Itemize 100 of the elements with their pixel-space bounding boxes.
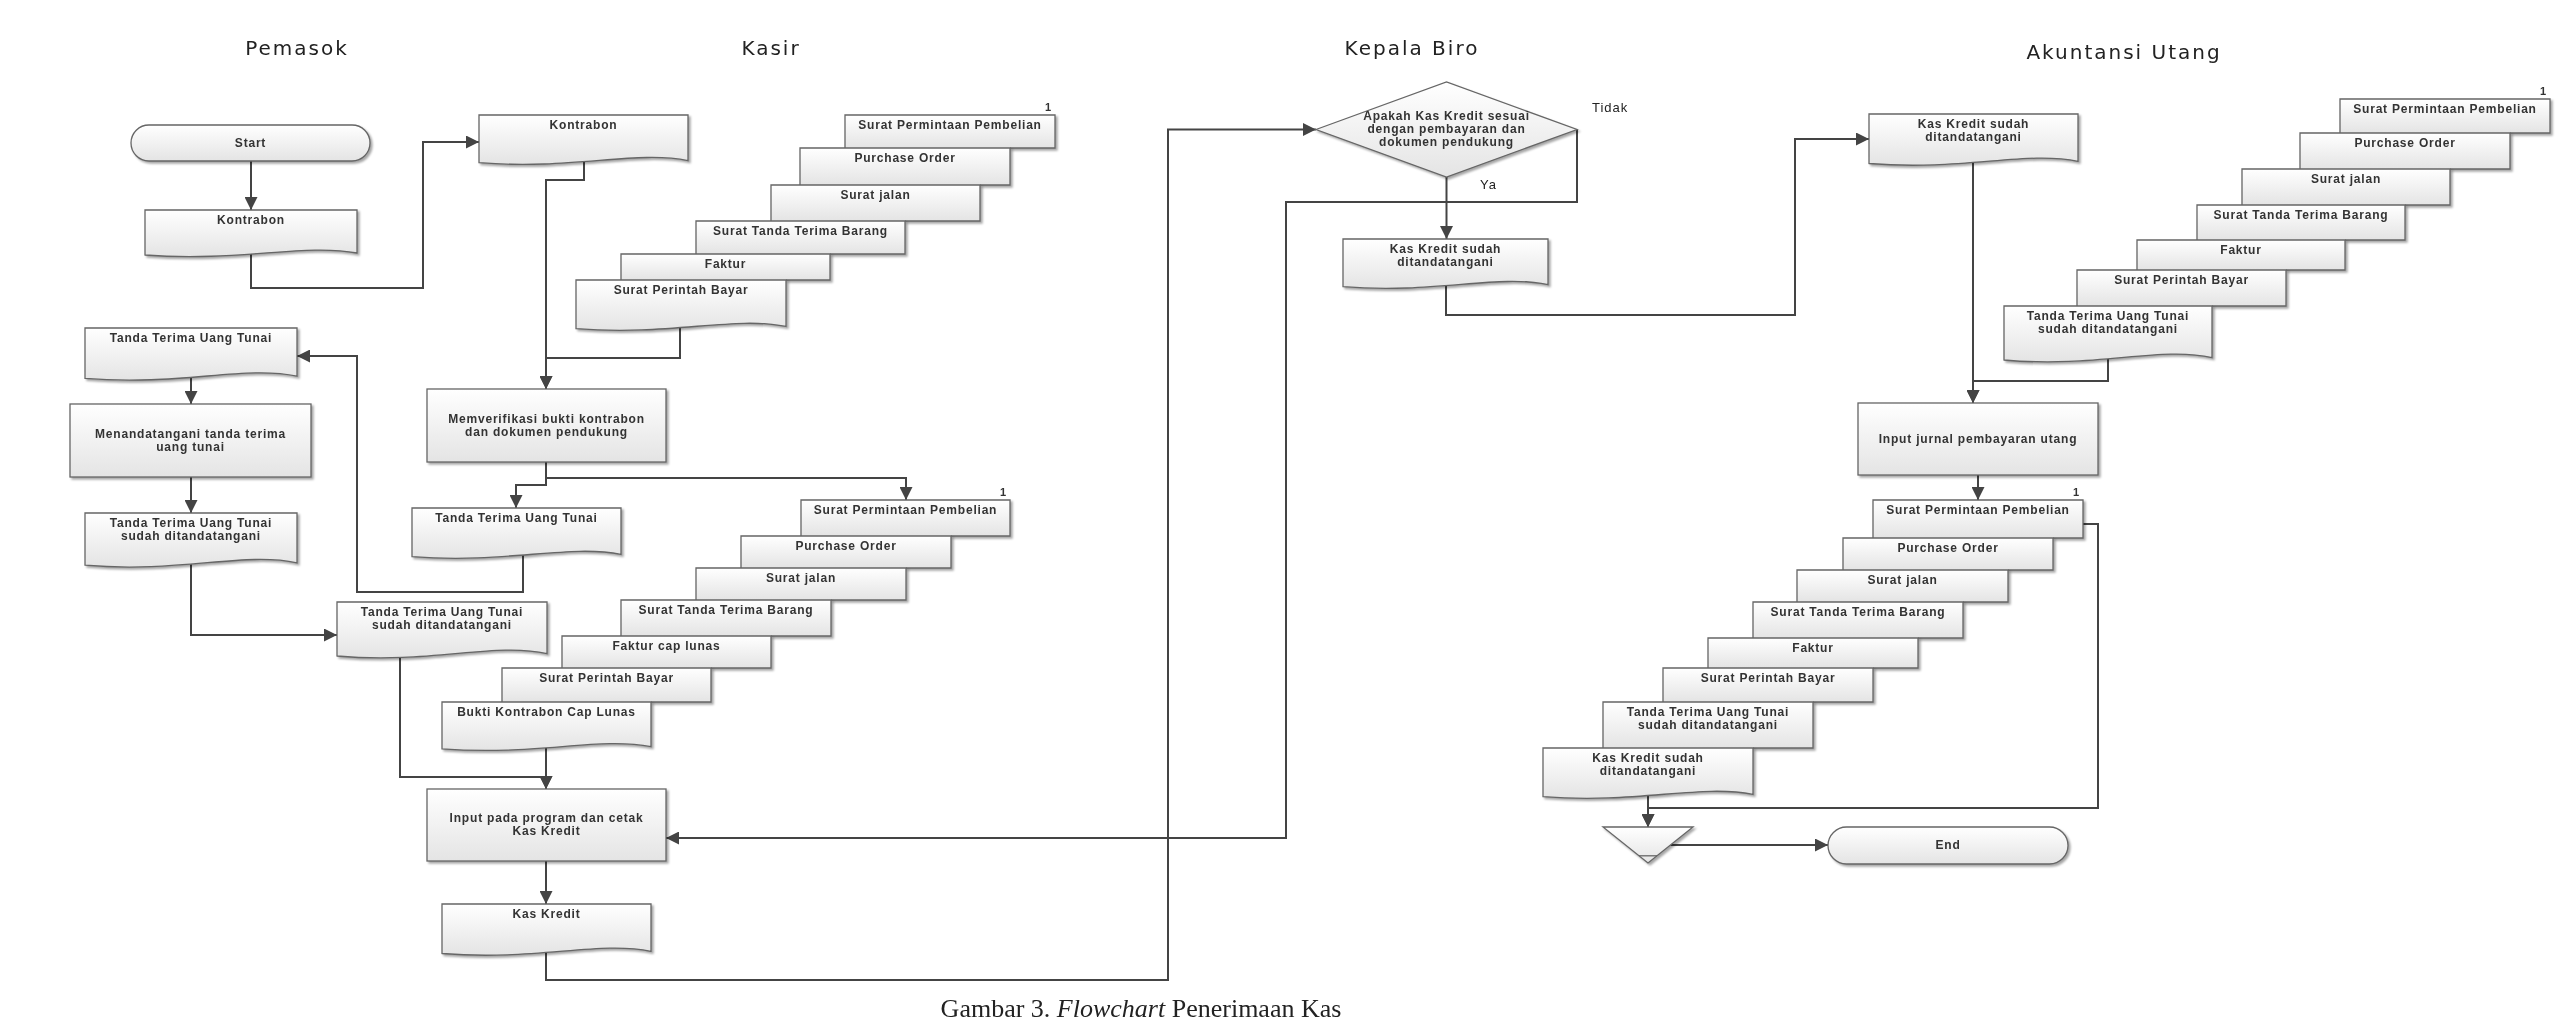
- decision-diamond: [1316, 82, 1577, 177]
- document-shape: [1708, 638, 1918, 668]
- document-label: Kontrabon: [216, 212, 286, 227]
- terminator-shape: [131, 125, 370, 161]
- document-label: Surat Tanda Terima Barang: [637, 602, 815, 617]
- arrow: [1971, 474, 1985, 501]
- document-shape: [696, 568, 906, 600]
- document-shape: [479, 115, 688, 168]
- process-box: [427, 389, 666, 462]
- document-shape: [442, 904, 651, 959]
- document-shape: [696, 221, 905, 254]
- document-label: Tanda Terima Uang Tunai sudah ditandatangani: [359, 604, 525, 632]
- document-label: Surat Perintah Bayar: [612, 282, 750, 297]
- document-label: Surat Tanda Terima Barang: [712, 223, 889, 238]
- document-shape: [621, 254, 830, 280]
- process-box: [1858, 403, 2098, 475]
- arrow: [1445, 132, 1870, 316]
- document-label: Tanda Terima Uang Tunai sudah ditandatangani: [1625, 704, 1791, 732]
- document-label: Faktur cap lunas: [611, 638, 722, 653]
- document-label: Kontrabon: [548, 117, 619, 132]
- document-label: Surat jalan: [839, 187, 912, 202]
- document-shape: [800, 148, 1010, 185]
- document-shape: [145, 210, 357, 260]
- document-label: Faktur: [2219, 242, 2263, 257]
- document-label: Tanda Terima Uang Tunai sudah ditandatangani: [108, 515, 274, 543]
- document-shape: [85, 328, 297, 384]
- arrow: [545, 123, 1317, 981]
- document-shape: [1603, 702, 1813, 748]
- document-label: Tanda Terima Uang Tunai sudah ditandatangani: [2025, 308, 2191, 336]
- document-shape: [1343, 239, 1548, 292]
- page-number: 1: [2072, 486, 2079, 498]
- lane-header: Kepala Biro: [1344, 36, 1480, 60]
- document-label: Purchase Order: [794, 538, 898, 553]
- document-shape: [576, 280, 786, 334]
- edge-label: Ya: [1478, 177, 1499, 192]
- document-label: Surat jalan: [2309, 171, 2383, 186]
- document-shape: [2197, 205, 2405, 240]
- document-label: Kas Kredit: [511, 906, 582, 921]
- document-label: Surat jalan: [764, 570, 838, 585]
- document-label: Kas Kredit sudah ditandatangani: [1591, 750, 1705, 778]
- document-label: Surat Perintah Bayar: [2113, 272, 2250, 287]
- document-label: Tanda Terima Uang Tunai: [108, 330, 274, 345]
- document-shape: [1869, 114, 2078, 169]
- arrow: [190, 562, 338, 642]
- document-shape: [442, 702, 651, 754]
- document-label: Purchase Order: [853, 150, 957, 165]
- document-shape: [562, 636, 771, 668]
- page-number: 1: [1044, 101, 1051, 113]
- document-label: Tanda Terima Uang Tunai: [434, 510, 599, 525]
- document-label: Surat Permintaan Pembelian: [857, 117, 1043, 132]
- document-shape: [85, 513, 297, 571]
- terminator-shape: [1828, 827, 2068, 864]
- document-label: Surat jalan: [1866, 572, 1939, 587]
- terminator-label: Start: [233, 136, 268, 150]
- process-box: [70, 404, 311, 477]
- document-label: Kas Kredit sudah ditandatangani: [1388, 241, 1503, 269]
- document-shape: [2300, 133, 2510, 169]
- page-number: 1: [999, 486, 1006, 498]
- arrow: [250, 135, 480, 289]
- process-label: Input pada program dan cetak Kas Kredit: [448, 812, 645, 838]
- document-label: Surat Perintah Bayar: [1699, 670, 1837, 685]
- page-number: 1: [2539, 85, 2546, 97]
- document-shape: [2004, 306, 2212, 366]
- figure-caption: Gambar 3. Flowchart Penerimaan Kas: [940, 994, 1342, 1024]
- document-label: Purchase Order: [1896, 540, 2000, 555]
- document-shape: [1543, 748, 1753, 802]
- document-shape: [1797, 570, 2008, 602]
- document-label: Surat Permintaan Pembelian: [2352, 101, 2538, 116]
- terminator-label: End: [1934, 839, 1962, 852]
- storage-triangle: [1603, 827, 1693, 863]
- lane-header: Kasir: [741, 36, 801, 60]
- document-label: Faktur: [1791, 640, 1835, 655]
- document-shape: [1663, 668, 1873, 702]
- document-shape: [2077, 270, 2286, 306]
- document-label: Surat Tanda Terima Barang: [1769, 604, 1947, 619]
- arrow: [539, 860, 553, 905]
- decision-label: Apakah Kas Kredit sesuai dengan pembayaran dan dokumen pendukung: [1362, 110, 1531, 149]
- document-label: Surat Perintah Bayar: [538, 670, 675, 685]
- document-shape: [771, 185, 980, 221]
- document-shape: [2137, 240, 2345, 270]
- document-shape: [1753, 602, 1963, 638]
- process-box: [427, 789, 666, 861]
- document-label: Purchase Order: [2353, 135, 2457, 150]
- document-shape: [2242, 169, 2450, 205]
- document-shape: [502, 668, 711, 702]
- document-label: Surat Permintaan Pembelian: [1885, 502, 2071, 517]
- edge-label: Tidak: [1590, 100, 1631, 115]
- document-shape: [412, 508, 621, 562]
- process-label: Menandatangani tanda terima uang tunai: [94, 427, 287, 454]
- document-label: Kas Kredit sudah ditandatangani: [1916, 116, 2031, 144]
- process-label: Memverifikasi bukti kontrabon dan dokumen pendukung: [447, 412, 646, 439]
- document-label: Faktur: [703, 256, 748, 271]
- document-shape: [621, 600, 831, 636]
- arrow: [244, 160, 258, 211]
- arrow: [184, 476, 198, 514]
- document-shape: [1843, 538, 2053, 570]
- document-label: Surat Permintaan Pembelian: [812, 502, 999, 517]
- lane-header: Pemasok: [245, 36, 349, 60]
- arrow: [1440, 176, 1453, 240]
- process-label: Input jurnal pembayaran utang: [1877, 432, 2079, 446]
